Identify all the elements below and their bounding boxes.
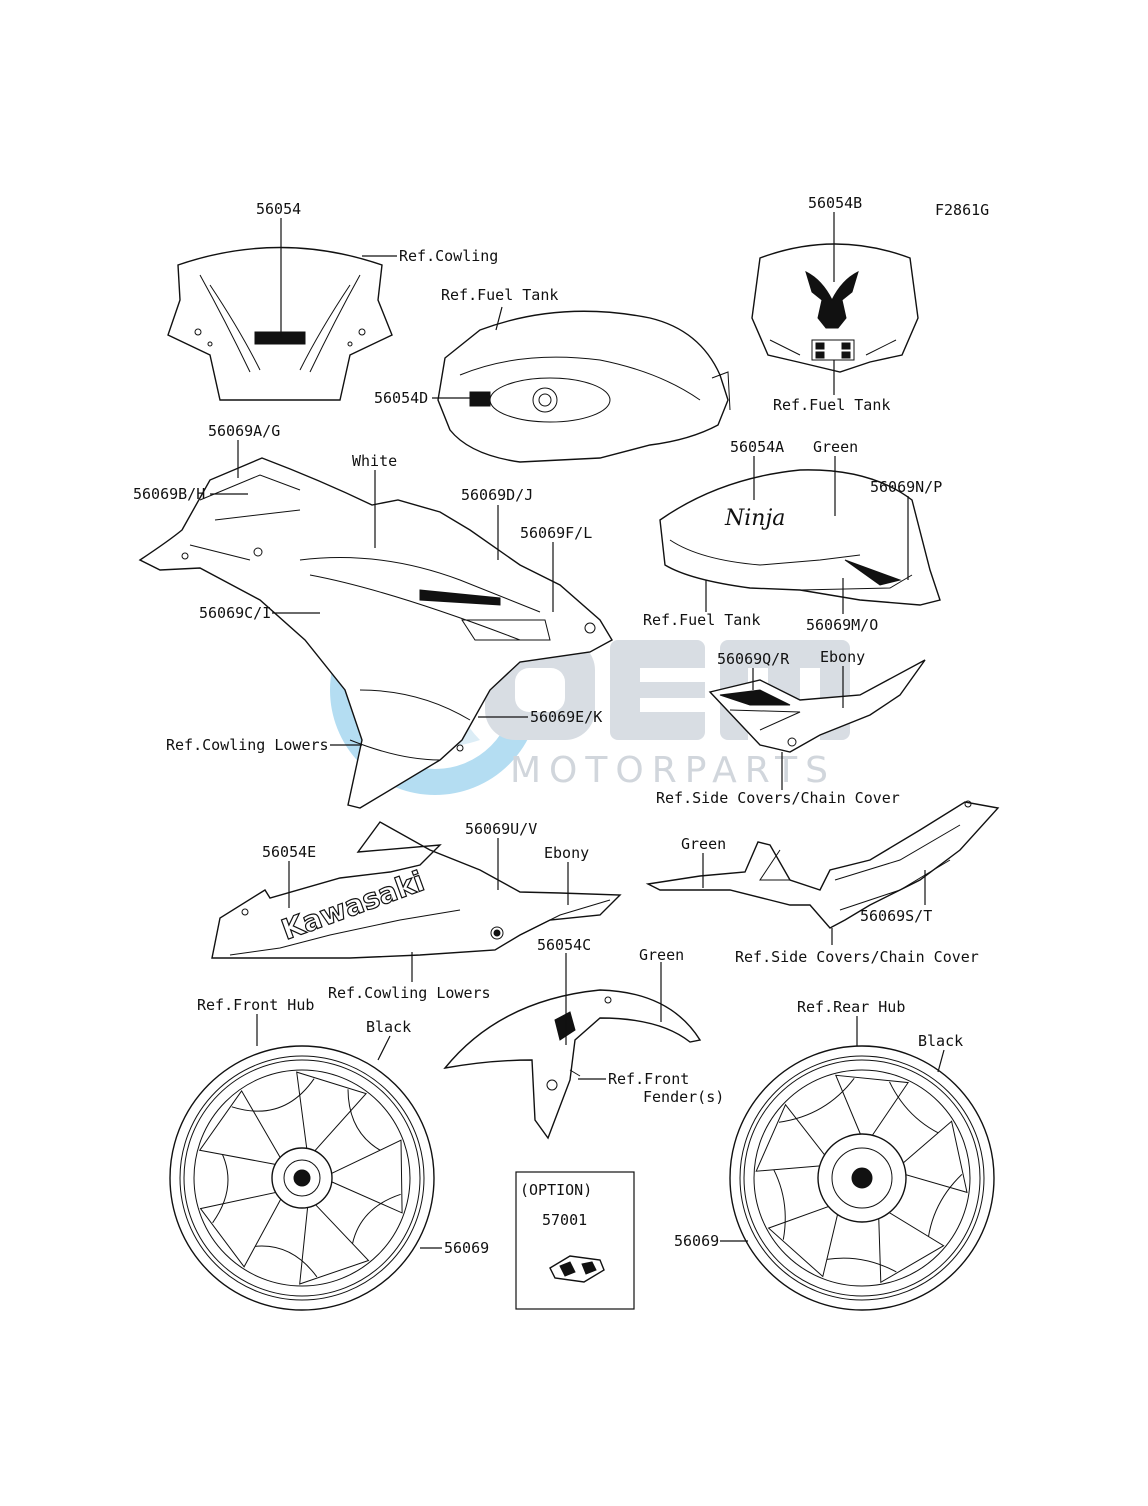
- label-ref-front-hub: Ref.Front Hub: [197, 996, 314, 1014]
- front-wheel-part[interactable]: [169, 1045, 435, 1311]
- label-56069uv: 56069U/V: [465, 820, 537, 838]
- fuel-tank-top-part[interactable]: [437, 310, 731, 463]
- side-cover-lower-part[interactable]: [645, 800, 1000, 929]
- label-ref-side-covers-2: Ref.Side Covers/Chain Cover: [735, 948, 979, 966]
- label-ref-rear-hub: Ref.Rear Hub: [797, 998, 905, 1016]
- tank-pad-part[interactable]: [751, 243, 919, 373]
- label-56069ci: 56069C/I: [199, 604, 271, 622]
- label-56069ek: 56069E/K: [530, 708, 602, 726]
- label-ebony-1: Ebony: [820, 648, 865, 666]
- tank-cap-decal: [469, 391, 491, 407]
- label-ref-cowling: Ref.Cowling: [399, 247, 498, 265]
- label-ref-fuel-tank-2: Ref.Fuel Tank: [441, 286, 558, 304]
- label-56069bh: 56069B/H: [133, 485, 205, 503]
- label-56054d: 56054D: [374, 389, 428, 407]
- watermark-motorparts: MOTORPARTS: [510, 750, 836, 791]
- label-black-2: Black: [918, 1032, 963, 1050]
- label-56069qr: 56069Q/R: [717, 650, 790, 668]
- label-ref-cowling-lowers-2: Ref.Cowling Lowers: [328, 984, 491, 1002]
- figure-code: F2861G: [935, 201, 989, 219]
- option-box: (OPTION) 57001: [515, 1171, 635, 1310]
- label-ref-front-fender-1: Ref.Front: [608, 1070, 689, 1088]
- upper-cowling-part[interactable]: [138, 457, 613, 809]
- label-56069fl: 56069F/L: [520, 524, 592, 542]
- fuel-tank-side-part[interactable]: Ninja: [659, 469, 941, 606]
- side-cover-upper-part[interactable]: [708, 659, 926, 753]
- label-56069st: 56069S/T: [860, 907, 932, 925]
- label-black-1: Black: [366, 1018, 411, 1036]
- label-56054a: 56054A: [730, 438, 784, 456]
- label-56054: 56054: [256, 200, 301, 218]
- label-56069-front: 56069: [444, 1239, 489, 1257]
- label-ref-cowling-lowers-1: Ref.Cowling Lowers: [166, 736, 329, 754]
- label-56069-rear: 56069: [674, 1232, 719, 1250]
- label-56069np: 56069N/P: [870, 478, 942, 496]
- wheel-window-edge: [231, 1078, 315, 1112]
- label-56069ag: 56069A/G: [208, 422, 280, 440]
- label-ebony-2: Ebony: [544, 844, 589, 862]
- label-ref-side-covers-1: Ref.Side Covers/Chain Cover: [656, 789, 900, 807]
- label-ref-front-fender-2: Fender(s): [643, 1088, 724, 1106]
- label-57001: 57001: [542, 1211, 587, 1229]
- label-56054b: 56054B: [808, 194, 862, 212]
- label-white: White: [352, 452, 397, 470]
- rear-wheel-part[interactable]: [729, 1045, 995, 1311]
- kawasaki-decal-small: [254, 331, 306, 345]
- label-56054c: 56054C: [537, 936, 591, 954]
- label-ref-fuel-tank-3: Ref.Fuel Tank: [643, 611, 760, 629]
- wheel-window-edge: [778, 1077, 855, 1123]
- label-56054e: 56054E: [262, 843, 316, 861]
- label-ref-fuel-tank-1: Ref.Fuel Tank: [773, 396, 890, 414]
- front-fender-part[interactable]: [443, 989, 702, 1140]
- label-56069dj: 56069D/J: [461, 486, 533, 504]
- option-clip-part[interactable]: [549, 1255, 605, 1283]
- ninja-logo-text: Ninja: [724, 506, 785, 531]
- windscreen-part[interactable]: [167, 246, 393, 401]
- label-green-3: Green: [639, 946, 684, 964]
- label-green-1: Green: [813, 438, 858, 456]
- label-green-2: Green: [681, 835, 726, 853]
- label-option: (OPTION): [520, 1181, 592, 1199]
- label-56069mo: 56069M/O: [806, 616, 878, 634]
